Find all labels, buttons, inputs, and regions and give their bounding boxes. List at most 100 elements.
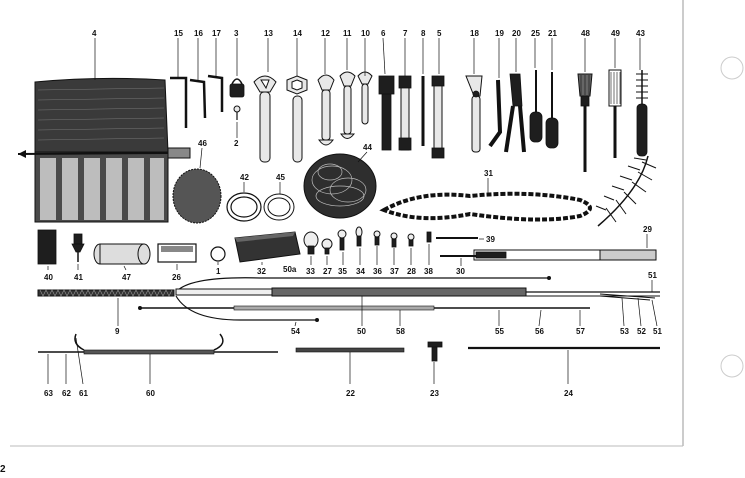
label-41: 41 [74,273,83,282]
rod-22 [295,347,405,353]
spark-plug [71,233,85,262]
leader-lines [47,37,658,385]
label-32: 32 [257,267,266,276]
label-19: 19 [495,29,504,38]
bulb-box [234,231,301,263]
open-end-wrench-12 [317,74,335,146]
tube-spanner-5 [431,75,445,159]
label-29: 29 [643,225,652,234]
rod-53 [599,293,656,299]
bulb-28 [407,233,415,247]
rod-59-end [138,306,142,310]
tube-spanner-7 [398,75,412,151]
rod-56-body [233,305,435,311]
wire-coil [263,193,295,221]
label-58: 57 [576,327,585,336]
open-end-wrench-11 [339,71,356,139]
fuse-holder [37,229,57,265]
label-45: 45 [276,173,285,182]
label-47: 47 [122,273,131,282]
label-33: 33 [306,267,315,276]
label-12: 12 [321,29,330,38]
label-1: 1 [216,267,221,276]
punch-hole-top [720,56,744,80]
punch-hole-bottom [720,354,744,378]
cable-coil [226,192,262,222]
label-18: 18 [470,29,479,38]
t-handle-23 [427,341,443,362]
label-16: 16 [194,29,203,38]
label-59: 58 [396,327,405,336]
page-number: 2 [0,464,6,475]
bottle-brush [636,70,648,157]
label-39: 39 [486,235,495,244]
label-2: 2 [234,139,239,148]
label-55: 54 [291,327,300,336]
bulb-27 [321,238,333,255]
bulb-34 [355,226,363,247]
label-6: 6 [381,29,386,38]
label-20: 20 [512,29,521,38]
label-30: 30 [456,267,465,276]
label-54: 53 [620,327,629,336]
label-25: 25 [531,29,540,38]
wire-brush [608,69,622,158]
label-53: 52 [637,327,646,336]
label-49: 49 [611,29,620,38]
label-24: 24 [564,389,573,398]
label-22: 22 [346,389,355,398]
small-key [233,105,241,120]
bulb-33 [303,231,319,255]
label-9: 9 [115,327,120,336]
label-5: 5 [437,29,442,38]
label-21: 21 [548,29,557,38]
label-14: 14 [293,29,302,38]
pliers [504,73,526,153]
label-43: 43 [636,29,645,38]
paint-brush [577,73,593,172]
label-7: 7 [403,29,408,38]
label-52: 51 [653,327,662,336]
grease-gun-29 [473,249,657,261]
label-31: 31 [484,169,493,178]
bulb-38 [426,231,432,243]
tool-roll [17,77,191,223]
hook-spanner [488,79,503,148]
label-34: 34 [356,267,365,276]
bulb-35 [337,229,347,251]
padlock [229,78,245,98]
label-4: 4 [92,29,97,38]
label-46: 46 [198,139,207,148]
label-28: 28 [407,267,416,276]
label-3: 3 [234,29,239,38]
rod-50 [175,287,527,297]
washer [210,246,226,262]
cable-end-55 [547,276,551,280]
adjustable-wrench [465,75,483,153]
tube-spanner-6 [378,75,395,151]
label-61: 61 [79,389,88,398]
label-60: 60 [146,389,155,398]
label-51: 51 [648,271,657,280]
tow-rope [379,191,592,222]
bulb-36 [373,230,381,246]
part-labels: 4 15 16 17 3 2 13 14 12 11 10 6 7 8 5 18… [44,29,662,398]
rod-54 [599,295,651,301]
label-50a: 50a [283,265,297,274]
label-23: 23 [430,389,439,398]
label-44: 44 [363,143,372,152]
screwdriver-25 [529,70,543,143]
label-15: 15 [174,29,183,38]
open-end-wrench-13 [253,75,277,163]
screwdriver-21 [545,72,559,149]
label-38: 38 [424,267,433,276]
label-56: 55 [495,327,504,336]
spring-9 [37,289,175,297]
cleaning-wool [303,153,377,219]
bulb-37 [390,232,398,248]
label-10: 10 [361,29,370,38]
label-35: 35 [338,267,347,276]
label-62: 62 [62,389,71,398]
box-wrench [286,75,308,163]
